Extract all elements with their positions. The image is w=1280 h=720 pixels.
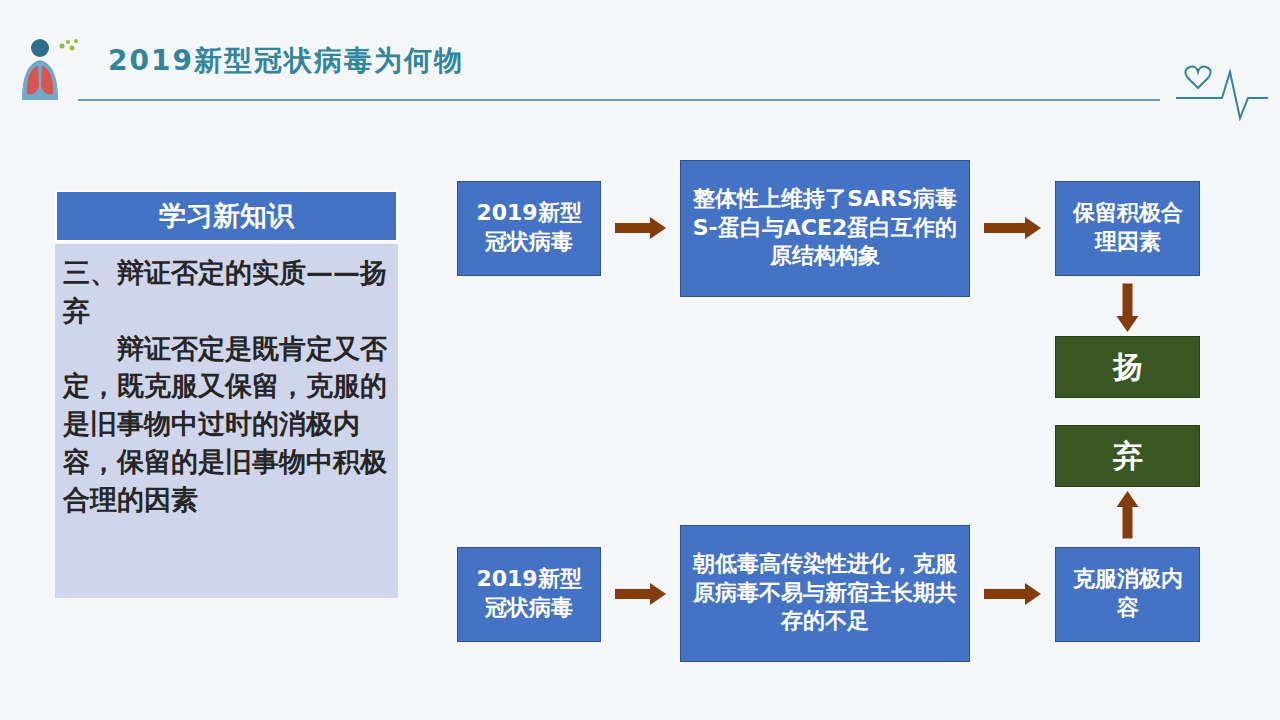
node-text: 辩证否定是既肯定又否定，既克服又保留，克服的是旧事物中过时的消极内容，保留的是旧… xyxy=(63,330,390,519)
process-box: 2019新型冠状病毒 xyxy=(457,547,601,642)
node-text: 朝低毒高传染性进化，克服原病毒不易与新宿主长期共存的不足 xyxy=(691,550,959,636)
block-arrow xyxy=(1117,491,1139,539)
node-text: 学习新知识 xyxy=(159,198,294,234)
node-text: 扬 xyxy=(1113,347,1143,388)
node-text: 2019新型冠状病毒 xyxy=(468,565,590,622)
section-body: 三、辩证否定的实质——扬弃辩证否定是既肯定又否定，既克服又保留，克服的是旧事物中… xyxy=(55,244,398,598)
node-text: 2019新型冠状病毒 xyxy=(468,199,590,256)
node-text: 整体性上维持了SARS病毒S-蛋白与ACE2蛋白互作的原结构构象 xyxy=(691,185,959,271)
node-text: 弃 xyxy=(1113,436,1143,477)
node-text: 保留积极合理因素 xyxy=(1066,199,1189,256)
node-text: 三、辩证否定的实质——扬弃 xyxy=(63,254,390,330)
title-rule xyxy=(78,99,1160,101)
block-arrow xyxy=(615,217,666,239)
block-arrow xyxy=(615,583,666,605)
process-box: 保留积极合理因素 xyxy=(1055,181,1200,276)
block-arrow xyxy=(1117,284,1139,333)
section-header: 学习新知识 xyxy=(55,190,398,242)
lungs-icon xyxy=(22,39,78,100)
process-box: 整体性上维持了SARS病毒S-蛋白与ACE2蛋白互作的原结构构象 xyxy=(680,160,970,297)
slide-title: 2019新型冠状病毒为何物 xyxy=(108,42,464,80)
block-arrow xyxy=(984,217,1041,239)
node-text: 克服消极内容 xyxy=(1066,565,1189,622)
result-box: 扬 xyxy=(1055,336,1200,398)
process-box: 朝低毒高传染性进化，克服原病毒不易与新宿主长期共存的不足 xyxy=(680,525,970,662)
result-box: 弃 xyxy=(1055,425,1200,487)
block-arrow xyxy=(984,583,1041,605)
heartbeat-icon xyxy=(1176,67,1268,118)
process-box: 克服消极内容 xyxy=(1055,547,1200,642)
process-box: 2019新型冠状病毒 xyxy=(457,181,601,276)
